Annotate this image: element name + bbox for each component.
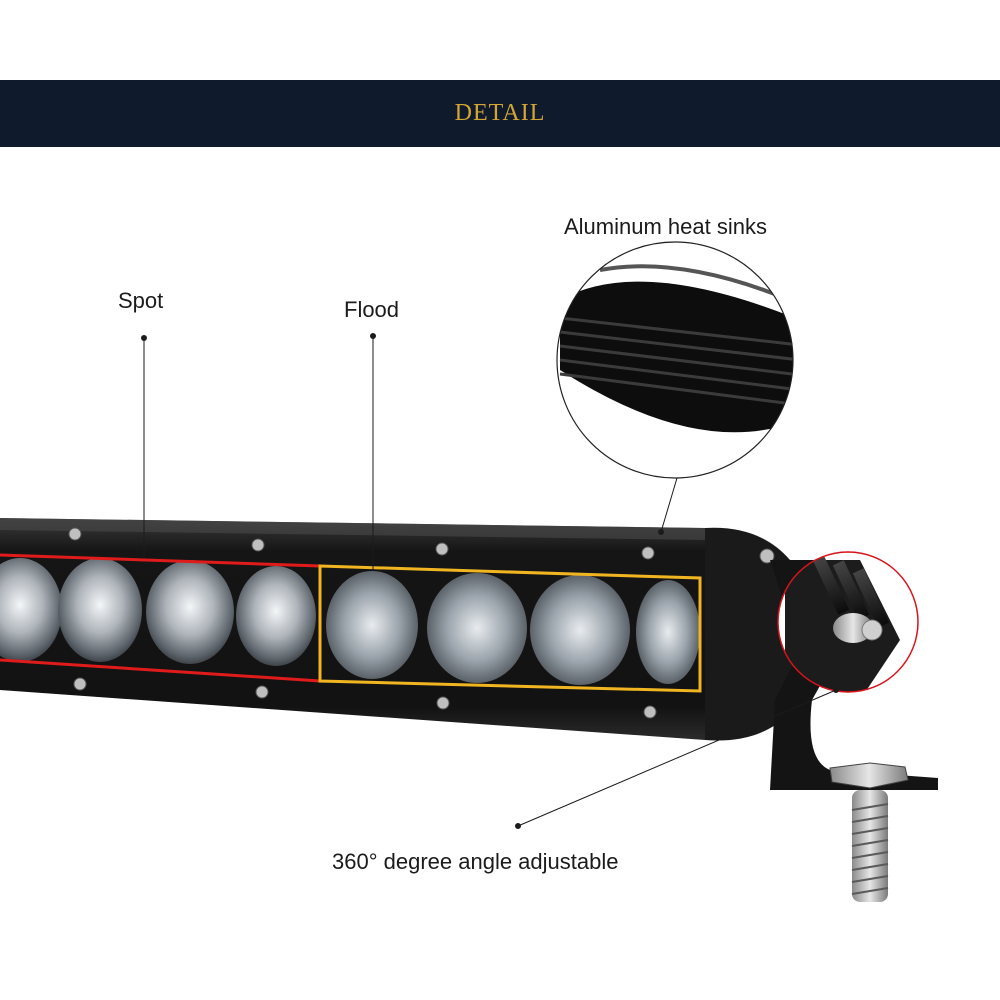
heat-sink-zoom [556, 241, 794, 479]
screw-icons [68, 527, 775, 719]
banner-title: DETAIL [454, 100, 546, 126]
detail-banner: DETAIL [0, 80, 1000, 147]
light-bar [0, 518, 800, 741]
callout-adjustable: 360° degree angle adjustable [332, 849, 619, 874]
callout-spot: Spot [118, 288, 164, 313]
callout-flood: Flood [344, 297, 400, 322]
callout-heat-sinks: Aluminum heat sinks [564, 214, 767, 239]
zoom-circle-red [777, 551, 919, 693]
flood-frame [318, 564, 702, 693]
flood-lenses [326, 571, 700, 685]
spot-lenses [0, 558, 316, 666]
leader-lines [141, 333, 839, 829]
bracket-zoom [777, 551, 919, 693]
